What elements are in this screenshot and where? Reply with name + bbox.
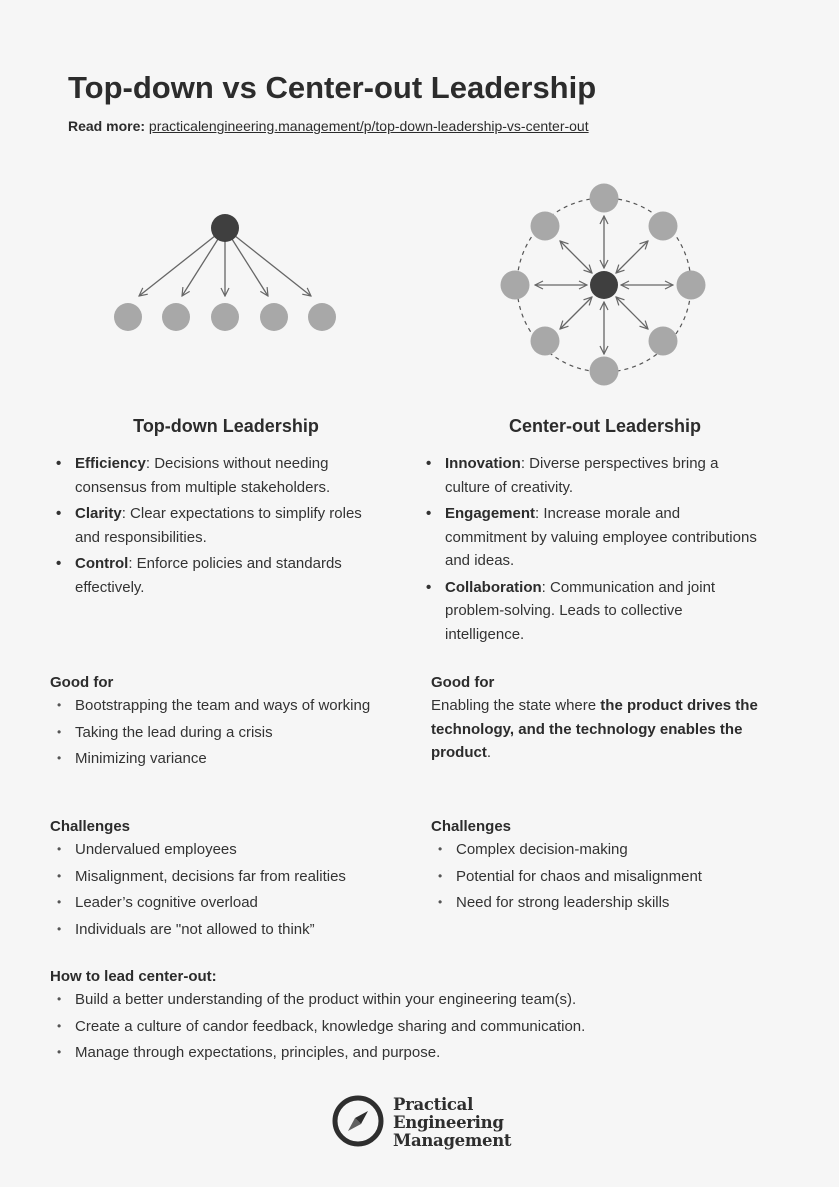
list-item: Bootstrapping the team and ways of worki… bbox=[50, 694, 380, 718]
how-to-label: How to lead center-out: bbox=[50, 968, 217, 985]
list-item: Manage through expectations, principles,… bbox=[50, 1041, 790, 1065]
benefit-item: Collaboration: Communication and joint p… bbox=[420, 576, 765, 647]
logo-line: Practical bbox=[393, 1095, 474, 1114]
top-down-challenges-label: Challenges bbox=[50, 818, 131, 835]
member-node bbox=[260, 303, 288, 331]
list-item: Build a better understanding of the prod… bbox=[50, 988, 790, 1012]
member-node bbox=[648, 211, 678, 241]
read-more: Read more: practicalengineering.manageme… bbox=[68, 118, 589, 134]
center-out-arrows bbox=[535, 216, 673, 354]
how-to-list: Build a better understanding of the prod… bbox=[50, 988, 790, 1068]
top-down-benefits: Efficiency: Decisions without needing co… bbox=[50, 452, 385, 602]
member-node bbox=[308, 303, 336, 331]
list-item: Individuals are "not allowed to think” bbox=[50, 918, 400, 942]
center-out-heading: Center-out Leadership bbox=[508, 416, 702, 436]
list-item: Complex decision-making bbox=[431, 838, 781, 862]
member-node bbox=[648, 326, 678, 356]
list-item: Potential for chaos and misalignment bbox=[431, 865, 781, 889]
benefit-item: Engagement: Increase morale and commitme… bbox=[420, 502, 765, 573]
member-node bbox=[589, 356, 619, 386]
member-node bbox=[530, 326, 560, 356]
logo-line: Engineering bbox=[393, 1113, 504, 1132]
list-item: Undervalued employees bbox=[50, 838, 400, 862]
list-item: Need for strong leadership skills bbox=[431, 891, 781, 915]
center-out-good-for-text: Enabling the state where the product dri… bbox=[431, 697, 758, 761]
read-more-label: Read more: bbox=[68, 118, 146, 134]
list-item: Leader’s cognitive overload bbox=[50, 891, 400, 915]
arrow bbox=[616, 297, 648, 329]
leader-node bbox=[211, 214, 239, 242]
center-out-challenges-label: Challenges bbox=[431, 818, 512, 835]
top-down-good-for-list: Bootstrapping the team and ways of worki… bbox=[50, 694, 380, 774]
center-out-good-for-label: Good for bbox=[431, 674, 495, 691]
read-more-link[interactable]: practicalengineering.management/p/top-do… bbox=[148, 118, 589, 134]
member-node bbox=[530, 211, 560, 241]
arrow bbox=[139, 227, 226, 296]
top-down-heading: Top-down Leadership bbox=[133, 416, 319, 436]
member-node bbox=[676, 270, 706, 300]
member-node bbox=[500, 270, 530, 300]
arrow bbox=[560, 297, 592, 329]
member-node bbox=[114, 303, 142, 331]
benefit-item: Clarity: Clear expectations to simplify … bbox=[50, 502, 385, 549]
arrow bbox=[224, 227, 311, 296]
leader-node bbox=[590, 271, 618, 299]
benefit-item: Efficiency: Decisions without needing co… bbox=[50, 452, 385, 499]
list-item: Misalignment, decisions far from realiti… bbox=[50, 865, 400, 889]
top-down-good-for-label: Good for bbox=[50, 674, 114, 691]
center-out-benefits: Innovation: Diverse perspectives bring a… bbox=[420, 452, 765, 649]
center-out-diagram bbox=[500, 183, 706, 386]
brand-logo-text: Practical Engineering Management bbox=[393, 1095, 512, 1150]
benefit-item: Innovation: Diverse perspectives bring a… bbox=[420, 452, 765, 499]
page-title: Top-down vs Center-out Leadership bbox=[68, 70, 597, 105]
list-item: Create a culture of candor feedback, kno… bbox=[50, 1015, 790, 1039]
member-node bbox=[162, 303, 190, 331]
compass-icon bbox=[332, 1095, 384, 1147]
top-down-challenges-list: Undervalued employees Misalignment, deci… bbox=[50, 838, 400, 944]
arrow bbox=[616, 241, 648, 273]
top-down-diagram bbox=[114, 214, 336, 331]
member-node bbox=[589, 183, 619, 213]
list-item: Minimizing variance bbox=[50, 747, 380, 771]
arrow bbox=[560, 241, 592, 273]
center-out-challenges-list: Complex decision-making Potential for ch… bbox=[431, 838, 781, 918]
list-item: Taking the lead during a crisis bbox=[50, 721, 380, 745]
member-node bbox=[211, 303, 239, 331]
logo-line: Management bbox=[393, 1131, 512, 1150]
benefit-item: Control: Enforce policies and standards … bbox=[50, 552, 385, 599]
